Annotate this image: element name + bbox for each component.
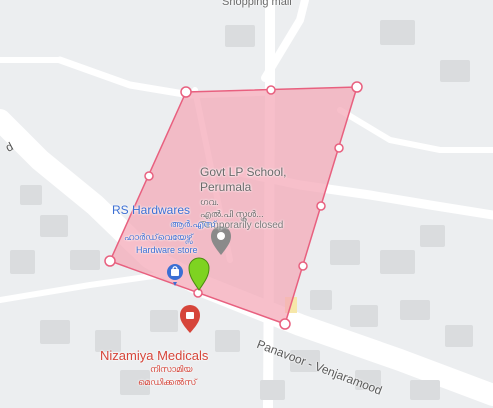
vertex-handle-icon[interactable] bbox=[180, 86, 192, 98]
midpoint-handle-icon[interactable] bbox=[316, 201, 326, 211]
buildings bbox=[10, 20, 473, 400]
shopping-mall-label[interactable]: Shopping mall bbox=[222, 0, 292, 8]
vertex-handle-icon[interactable] bbox=[279, 318, 291, 330]
medicals-local-line2: മെഡിക്കൽസ് bbox=[138, 377, 197, 387]
north-road bbox=[261, 0, 309, 82]
south-west-lane bbox=[0, 272, 163, 303]
midpoint-handle-icon[interactable] bbox=[266, 85, 276, 95]
midpoint-handle-icon[interactable] bbox=[144, 171, 154, 181]
shopping-bag-icon[interactable] bbox=[167, 264, 183, 286]
medicals-name[interactable]: Nizamiya Medicals bbox=[100, 348, 209, 363]
green-location-pin-icon[interactable] bbox=[188, 257, 210, 291]
school-pin-icon[interactable] bbox=[211, 226, 231, 255]
hardware-category: Hardware store bbox=[136, 245, 198, 255]
hardware-local-line1: ആർ.എസ് bbox=[170, 219, 216, 229]
polygon-vertices[interactable] bbox=[104, 81, 363, 330]
pharmacy-pin-icon[interactable] bbox=[180, 305, 200, 333]
school-status: Temporarily closed bbox=[200, 220, 284, 231]
midpoint-handle-icon[interactable] bbox=[298, 261, 308, 271]
school-local-line1: ഗവ. bbox=[200, 197, 219, 207]
vertex-handle-icon[interactable] bbox=[351, 81, 363, 93]
school-name-line1[interactable]: Govt LP School, bbox=[200, 165, 287, 179]
vertex-handle-icon[interactable] bbox=[104, 255, 116, 267]
school-local-line2: എൽ.പി സ്കൂൾ... bbox=[200, 209, 264, 219]
midpoint-handle-icon[interactable] bbox=[334, 143, 344, 153]
medicals-local-line1: നിസാമിയ bbox=[150, 364, 193, 374]
east-lane bbox=[337, 107, 493, 153]
midpoint-handle-icon[interactable] bbox=[193, 288, 203, 298]
hardware-local-line2: ഹാർഡ്‌വെയേഴ്സ് bbox=[124, 232, 193, 242]
hardware-name[interactable]: RS Hardwares bbox=[112, 203, 191, 217]
school-name-line2[interactable]: Perumala bbox=[200, 180, 252, 194]
